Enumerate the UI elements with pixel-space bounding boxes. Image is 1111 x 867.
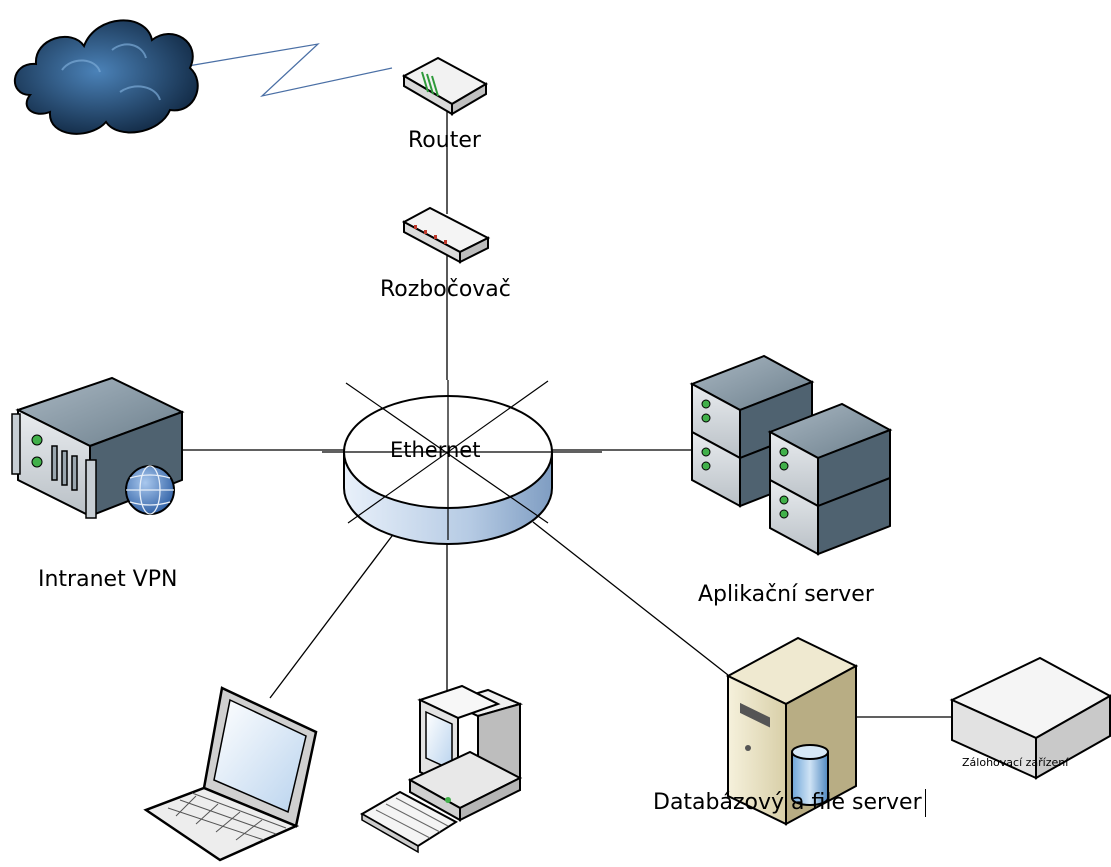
backup-label: Zálohovací zařízení xyxy=(962,756,1069,769)
laptop-icon xyxy=(143,686,318,862)
ethernet-label: Ethernet xyxy=(390,438,481,462)
cloud-icon xyxy=(14,19,199,135)
keyboard-icon xyxy=(359,790,458,854)
connection-lines xyxy=(183,104,952,718)
link-db-ethernet xyxy=(532,521,729,676)
database-server-icon xyxy=(725,636,859,826)
ethernet-ring-icon xyxy=(322,380,602,545)
vpn-server-icon xyxy=(11,376,185,519)
database-cylinder-icon xyxy=(791,744,829,806)
backup-device-icon xyxy=(949,656,1111,780)
db-server-label: Databázový a file server xyxy=(653,790,922,815)
hub-label: Rozbočovač xyxy=(380,277,511,302)
server-rack-icon xyxy=(689,354,893,556)
globe-icon xyxy=(125,465,175,515)
vpn-label: Intranet VPN xyxy=(38,567,178,592)
app-server-label: Aplikační server xyxy=(698,582,874,607)
router-icon xyxy=(401,56,489,116)
desktop-computer-icon xyxy=(359,684,523,854)
router-label: Router xyxy=(408,128,481,153)
text-cursor xyxy=(925,789,926,817)
hub-icon xyxy=(401,206,491,264)
wan-link xyxy=(187,43,393,98)
link-laptop-ethernet xyxy=(269,531,396,699)
